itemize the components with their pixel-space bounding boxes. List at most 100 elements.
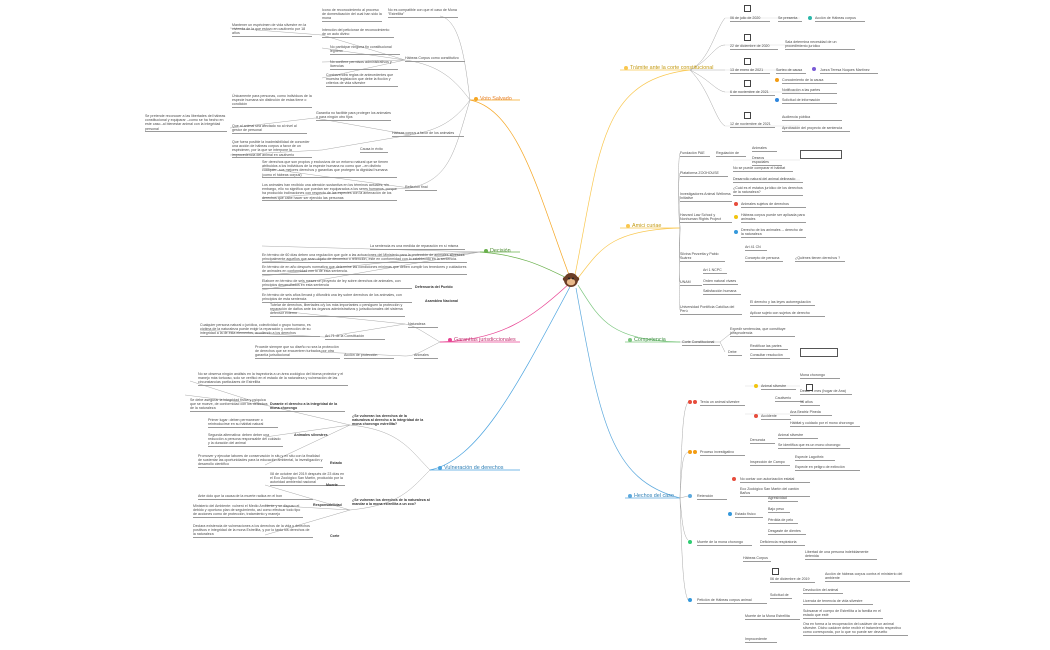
hechos-node[interactable]: Retención <box>697 494 727 500</box>
hechos-node[interactable]: Improcedente <box>745 637 777 643</box>
tramite-node[interactable]: 6 de noviembre de 2021 <box>730 90 775 96</box>
hechos-node[interactable]: Deficiencia respiratoria <box>760 540 805 546</box>
tramite-node[interactable]: 13 de enero de 2021 <box>730 68 770 74</box>
topic-decision[interactable]: Decisión <box>484 248 511 254</box>
topic-garantias[interactable]: Garantías jurisdiccionales <box>448 337 516 343</box>
decision-node[interactable]: Asamblea Nacional <box>425 299 458 303</box>
competencia-node[interactable]: Consultar resolución <box>750 353 790 359</box>
vulneracion-node[interactable]: Declara existencia de vulneraciones a lo… <box>193 524 313 539</box>
topic-tramite[interactable]: Trámite ante la corte constitucional <box>624 65 713 71</box>
hechos-node[interactable]: Licencia de tenencia de vida silvestre <box>803 599 873 605</box>
amici-node[interactable]: Plataforma ZOOHOUSE <box>680 171 728 177</box>
amici-node[interactable]: UNAM <box>680 280 702 286</box>
hechos-node[interactable]: Libertad de una persona indebidamente de… <box>805 550 877 560</box>
vulneracion-node[interactable]: ¿Se vulneran los derechos de la naturale… <box>352 498 430 507</box>
hechos-node[interactable]: Hábitat y cuidado por el mono chorongo <box>790 421 860 427</box>
voto-node[interactable]: Hábeas corpus a favor de los animales <box>392 131 464 137</box>
hechos-node[interactable]: Se identifica que es un mono chorongo <box>778 443 850 449</box>
vulneracion-node[interactable]: Ante dolo que la causa de la muerte radi… <box>198 494 313 500</box>
hechos-node[interactable]: Ora en forma a la recuperación del cadáv… <box>803 622 908 637</box>
empty-input-box[interactable] <box>800 348 838 357</box>
voto-node[interactable]: No es compatible con que el caso de Mona… <box>388 8 458 18</box>
garantias-node[interactable]: Art 71 de la Constitución <box>325 334 385 340</box>
tramite-node[interactable]: 22 de diciembre de 2020 <box>730 44 778 50</box>
amici-node[interactable]: Concepto de persona <box>745 256 783 262</box>
tramite-node[interactable]: Aprobación del proyecto de sentencia <box>782 126 850 132</box>
amici-node[interactable]: Regulación de <box>716 151 746 157</box>
hechos-node[interactable]: Proceso investigativo <box>700 450 745 456</box>
tramite-node[interactable]: 06 de julio de 2020 <box>730 16 770 22</box>
tramite-node[interactable]: Acción de Hábeas corpus <box>815 16 865 22</box>
voto-node[interactable]: Intención del peticionar de reconocimien… <box>322 28 394 38</box>
voto-node[interactable]: Mantener un espécimen de vida silvestre … <box>232 23 312 38</box>
tramite-node[interactable]: Se presenta <box>778 16 802 22</box>
garantias-node[interactable]: Tutelar de derechos, libertades o/y los … <box>270 303 405 318</box>
hechos-node[interactable]: Muerte de la Mona Estrellita <box>745 614 800 620</box>
amici-node[interactable]: El derecho y las leyes autorregulación <box>750 300 815 306</box>
hechos-node[interactable]: Acción de hábeas corpus contra el minist… <box>825 572 910 582</box>
amici-node[interactable]: ¿Cuál es el estatus jurídico de los dere… <box>733 186 803 196</box>
vulneracion-node[interactable]: Promover y ejecutar labores de conservac… <box>198 454 323 469</box>
amici-node[interactable]: Art 41 CN <box>745 245 767 251</box>
amici-node[interactable]: Art 1 NCPC <box>703 268 727 274</box>
voto-node[interactable]: Que al animal sea afectado no al nivel a… <box>232 124 307 134</box>
amici-node[interactable]: Fundación PAE <box>680 151 710 157</box>
voto-node[interactable]: Reflexión final <box>405 185 437 191</box>
voto-node[interactable]: Se pretende reconocer a las libertades d… <box>145 114 227 133</box>
voto-node[interactable]: Garantía no factible para proteger los a… <box>316 111 391 121</box>
amici-node[interactable]: Derecho de los animales -- derecho de la… <box>741 228 806 238</box>
voto-node[interactable]: Que fuera posible la inadmisibilidad de … <box>232 140 312 159</box>
hechos-node[interactable]: Desgaste de dientes <box>768 529 806 535</box>
amici-node[interactable]: Investigadores Animal Wellness Initiativ… <box>680 192 732 202</box>
tramite-node[interactable]: Sorteo de causa <box>776 68 806 74</box>
amici-node[interactable]: No se puede comparar el hábitat <box>733 166 793 172</box>
vulneracion-node[interactable]: Responsabilidad <box>313 503 342 507</box>
vulneracion-node[interactable]: ¿Se vulneran los derechos de la naturale… <box>352 414 424 427</box>
hechos-node[interactable]: Ana Beatriz Pineda <box>790 410 832 416</box>
vulneracion-node[interactable]: Estado <box>330 461 342 465</box>
amici-node[interactable]: Hábeas corpus puede ser aplicada para an… <box>741 213 806 223</box>
amici-node[interactable]: Animales sujetos de derechos <box>741 202 806 208</box>
amici-node[interactable]: Harvard Law School y Nonhuman Rights Pro… <box>680 213 732 223</box>
hechos-node[interactable]: Devolución del animal <box>803 588 843 594</box>
hechos-node[interactable]: Inspección de Campo <box>750 460 790 466</box>
voto-node[interactable]: Causa in éxito <box>360 147 388 153</box>
topic-competencia[interactable]: Competencia <box>628 337 666 343</box>
competencia-node[interactable]: Corte Constitucional <box>682 340 720 346</box>
hechos-node[interactable]: Denuncia <box>750 438 775 444</box>
hechos-node[interactable]: Pérdida de pelo <box>768 518 798 524</box>
tramite-node[interactable]: Notificación a las partes <box>782 88 837 94</box>
decision-node[interactable]: En término de en año después normativa q… <box>262 265 467 275</box>
vulneracion-node[interactable]: Muerte <box>326 483 338 487</box>
voto-node[interactable]: No confiere permisos administrativos y l… <box>330 60 398 70</box>
hechos-node[interactable]: No contar con autorización estatal <box>740 477 810 483</box>
tramite-node[interactable]: 12 de noviembre de 2021 <box>730 122 775 128</box>
amici-node[interactable]: Animales <box>752 146 777 152</box>
competencia-node[interactable]: Debe <box>728 350 742 356</box>
hechos-node[interactable]: Accidente <box>761 414 791 420</box>
amici-node[interactable]: ¿Quiénes tienen derechos ? <box>795 256 845 262</box>
garantias-node[interactable]: Cualquier persona natural o jurídica, co… <box>200 323 320 338</box>
decision-node[interactable]: La sentencia es una medida de reparación… <box>370 244 465 250</box>
hechos-node[interactable]: Animal silvestre <box>778 433 818 439</box>
decision-node[interactable]: Elabore en término de seis meses un proy… <box>262 279 412 289</box>
garantias-node[interactable]: Animales <box>414 353 438 359</box>
hechos-node[interactable]: Estado físico <box>735 512 763 518</box>
hechos-node[interactable]: Petición de Hábeas corpus animal <box>697 598 767 604</box>
garantias-node[interactable]: Acción de protección <box>344 353 394 359</box>
amici-node[interactable]: Desarrollo natural del animal delineado <box>733 177 803 183</box>
hechos-node[interactable]: Desde 1 mes (hogar de Ana) <box>800 389 852 395</box>
decision-node[interactable]: En término de seis años llevará y difund… <box>262 293 412 303</box>
vulneracion-node[interactable]: Durante el derecho a la integridad de la… <box>270 402 345 412</box>
topic-vulneracion[interactable]: Vulneración de derechos <box>438 465 503 471</box>
hechos-node[interactable]: 06 de diciembre de 2019 <box>770 577 815 583</box>
hechos-node[interactable]: Especie en peligro de extinción <box>795 465 860 471</box>
hechos-node[interactable]: Especie Lagothrix <box>795 455 835 461</box>
center-topic[interactable] <box>561 270 581 290</box>
amici-node[interactable]: Deseos espaciales <box>752 156 782 166</box>
amici-node[interactable]: Satisfacción humana <box>703 289 741 295</box>
voto-node[interactable]: Los animales han recibido una atención s… <box>262 183 397 202</box>
voto-node[interactable]: No participar ninguna fin constitucional… <box>330 45 400 55</box>
vulneracion-node[interactable]: Se debe asegurar la integridad física y … <box>190 398 270 413</box>
vulneracion-node[interactable]: No se observa ningún análisis en la tray… <box>198 372 348 387</box>
